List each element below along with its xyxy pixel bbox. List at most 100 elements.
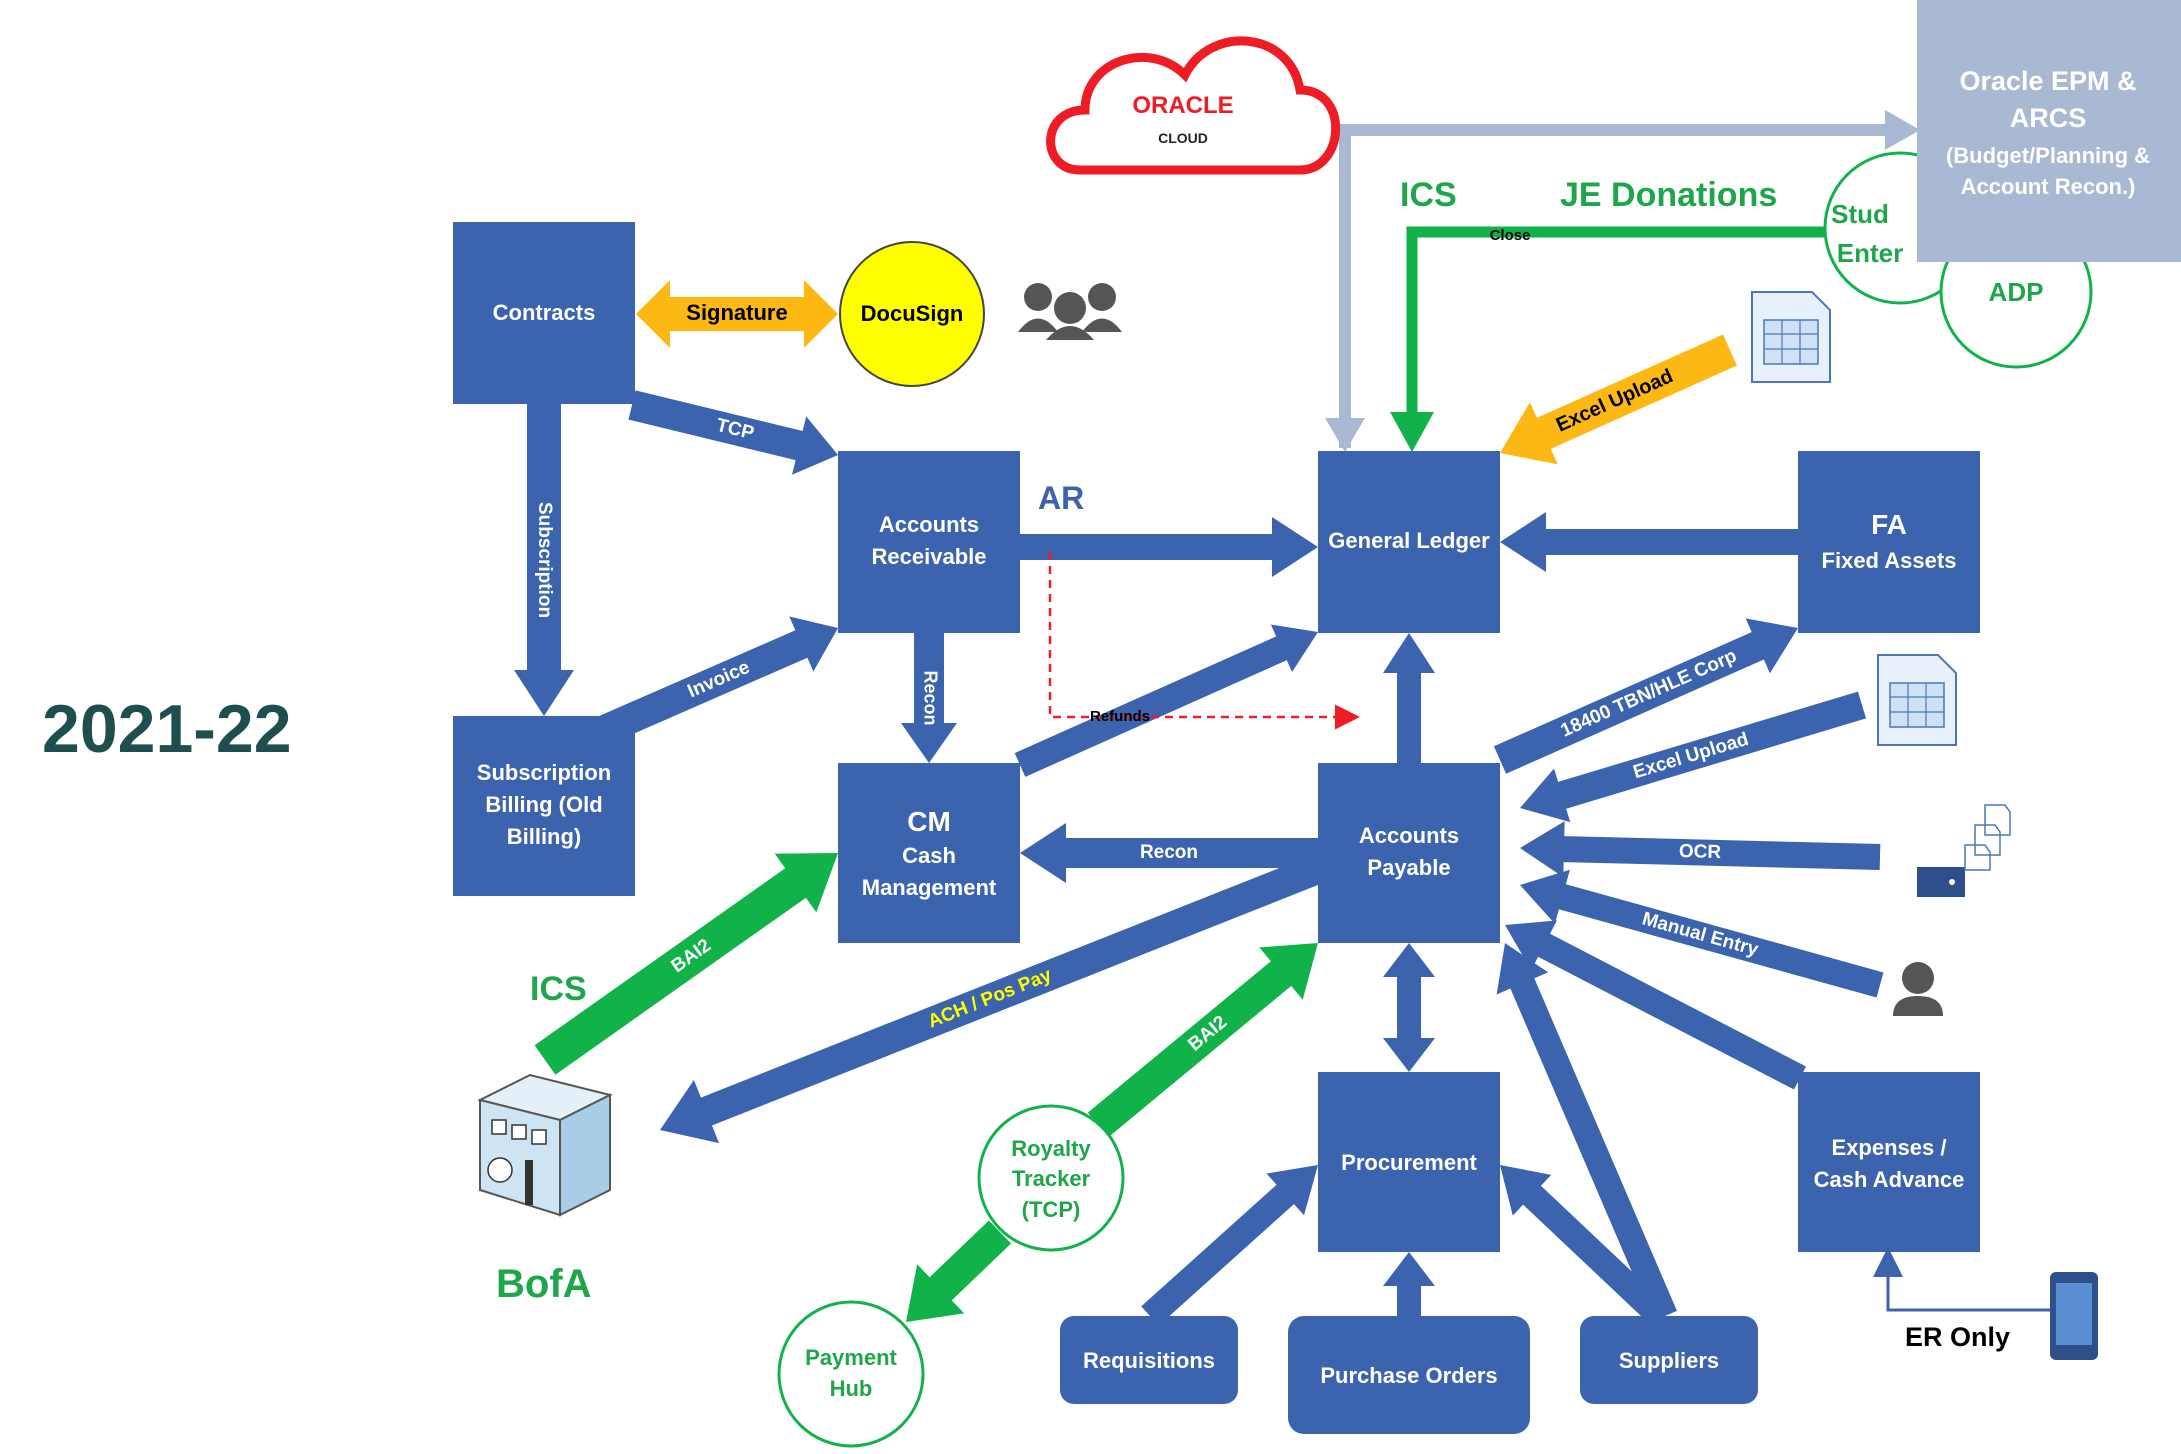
contracts-label: Contracts: [493, 300, 596, 325]
bai2-ap-arrow-shape: [1087, 943, 1319, 1138]
royalty-label-line3: (TCP): [1022, 1197, 1081, 1222]
purchase-orders-arrow-shape: [1383, 1252, 1435, 1316]
fixed-assets-box[interactable]: [1798, 451, 1980, 633]
year-title: 2021-22: [42, 691, 292, 767]
oracle-cloud-icon: ORACLE CLOUD: [1046, 36, 1341, 175]
suppliers-label: Suppliers: [1619, 1348, 1719, 1373]
general-ledger-box[interactable]: [1318, 451, 1500, 633]
ap-label-line1: Accounts: [1359, 823, 1459, 848]
accounts-payable-box[interactable]: [1318, 763, 1500, 943]
purchase-orders-box[interactable]: [1288, 1316, 1530, 1434]
recon-horizontal-arrow: Recon: [1020, 823, 1318, 883]
cash-management-box[interactable]: [838, 763, 1020, 943]
fa-to-gl-arrow: [1500, 512, 1798, 572]
oracle-logo-text: ORACLE: [1132, 92, 1233, 119]
requisitions-box[interactable]: [1060, 1316, 1238, 1404]
purchase-orders-label: Purchase Orders: [1320, 1363, 1497, 1388]
oracle-epm-arcs-box[interactable]: [1917, 0, 2181, 262]
oracle-cloud-text: CLOUD: [1158, 130, 1208, 146]
ics-je-arrowhead: [1390, 412, 1434, 452]
close-label: Close: [1490, 227, 1531, 244]
signature-arrow: Signature: [636, 280, 838, 348]
ap-procurement-arrow: [1383, 943, 1435, 1072]
adp-label: ADP: [1989, 277, 2044, 307]
expenses-to-ap-arrow: [1504, 920, 1806, 1090]
recon-vertical-arrow-shape: [901, 633, 957, 763]
bofa-label: BofA: [496, 1262, 592, 1306]
person-icon: [1893, 962, 1943, 1016]
suppliers-to-procurement-arrow: [1500, 1164, 1669, 1326]
bai2-cm-arrow-shape: [534, 853, 838, 1075]
tbn-arrow-shape: [1493, 618, 1798, 774]
excel-upload-gl-arrow: Excel Upload: [1500, 334, 1737, 465]
epm-label-line2: ARCS: [2010, 103, 2087, 133]
manual-entry-arrow-shape: [1520, 869, 1884, 998]
ics-top-label: ICS: [1400, 176, 1457, 214]
ics-je-donations-line: [1406, 226, 1825, 420]
subscription-billing-box[interactable]: [453, 716, 635, 896]
procurement-label: Procurement: [1341, 1150, 1477, 1175]
recon-vertical-arrow: Recon: [901, 633, 957, 763]
invoice-arrow-shape: [593, 616, 838, 746]
spreadsheet-icon: [1751, 291, 1831, 383]
subscription-arrow-shape: [514, 404, 574, 716]
tbn-arrow-label: 18400 TBN/HLE Corp: [1558, 645, 1740, 741]
suppliers-to-ap-arrow: [1496, 943, 1677, 1322]
tcp-arrow: TCP: [628, 390, 838, 475]
accounts-receivable-box[interactable]: [838, 451, 1020, 633]
fa-to-gl-arrow-shape: [1500, 512, 1798, 572]
epm-to-gl-arrowhead-up: [1325, 418, 1365, 452]
payment-hub-label-line1: Payment: [805, 1345, 897, 1370]
ar-to-gl-arrow-shape: [1020, 517, 1318, 577]
epm-label-line3: (Budget/Planning &: [1946, 143, 2150, 168]
docusign-circle[interactable]: [839, 241, 985, 387]
fa-label-line2: Fixed Assets: [1822, 548, 1957, 573]
payment-hub-circle[interactable]: [777, 1300, 925, 1448]
er-only-label: ER Only: [1905, 1322, 2010, 1352]
expenses-box[interactable]: [1798, 1072, 1980, 1252]
ar-label-line1: Accounts: [879, 512, 979, 537]
royalty-tracker-circle[interactable]: [977, 1104, 1125, 1252]
people-group-icon: [1018, 283, 1122, 340]
contracts-box[interactable]: [453, 222, 635, 404]
ap-to-gl-arrow: [1383, 633, 1435, 763]
cm-to-gl-arrow: [1014, 624, 1318, 777]
docusign-label: DocuSign: [861, 301, 964, 326]
ocr-arrow-shape: [1519, 821, 1881, 878]
cm-label-line3: Management: [862, 875, 997, 900]
gl-to-epm-arrowhead: [1885, 110, 1920, 150]
bai2-cm-arrow: BAI2: [534, 853, 838, 1075]
student-label-line1: Stud: [1831, 199, 1889, 229]
suppliers-box[interactable]: [1580, 1316, 1758, 1404]
ar-label-line2: Receivable: [872, 544, 987, 569]
recon-horizontal-arrow-shape: [1020, 823, 1318, 883]
refunds-arrow: [1048, 552, 1360, 730]
recon-vertical-arrow-label: Recon: [920, 670, 940, 725]
student-label-line2: Enter: [1837, 238, 1903, 268]
recon-horizontal-arrow-label: Recon: [1140, 842, 1198, 863]
subscription-arrow-label: Subscription: [534, 502, 555, 618]
excel-upload-ap-arrow: Excel Upload: [1519, 691, 1867, 823]
sub-label-line2: Billing (Old: [485, 792, 602, 817]
cm-label-line1: CM: [907, 806, 951, 837]
royalty-to-payment-hub-arrow-shape: [906, 1220, 1012, 1323]
mobile-phone-icon: [2050, 1272, 2098, 1360]
ach-pos-pay-arrow-label: ACH / Pos Pay: [925, 964, 1055, 1032]
excel-upload-ap-arrow-shape: [1519, 691, 1867, 823]
refunds-label: Refunds: [1090, 708, 1150, 725]
ach-pos-pay-arrow-shape: [660, 854, 1326, 1144]
gl-label: General Ledger: [1328, 528, 1490, 553]
ap-to-gl-arrow-shape: [1383, 633, 1435, 763]
er-only-connector: [1873, 1247, 2050, 1312]
cm-to-gl-arrow-shape: [1014, 624, 1318, 777]
royalty-label-line1: Royalty: [1011, 1136, 1091, 1161]
signature-arrow-label: Signature: [686, 300, 787, 325]
suppliers-to-procurement-arrow-shape: [1500, 1164, 1669, 1326]
payment-hub-label-line2: Hub: [830, 1376, 873, 1401]
requisitions-label: Requisitions: [1083, 1348, 1215, 1373]
procurement-box[interactable]: [1318, 1072, 1500, 1252]
tcp-arrow-shape: [628, 390, 838, 475]
